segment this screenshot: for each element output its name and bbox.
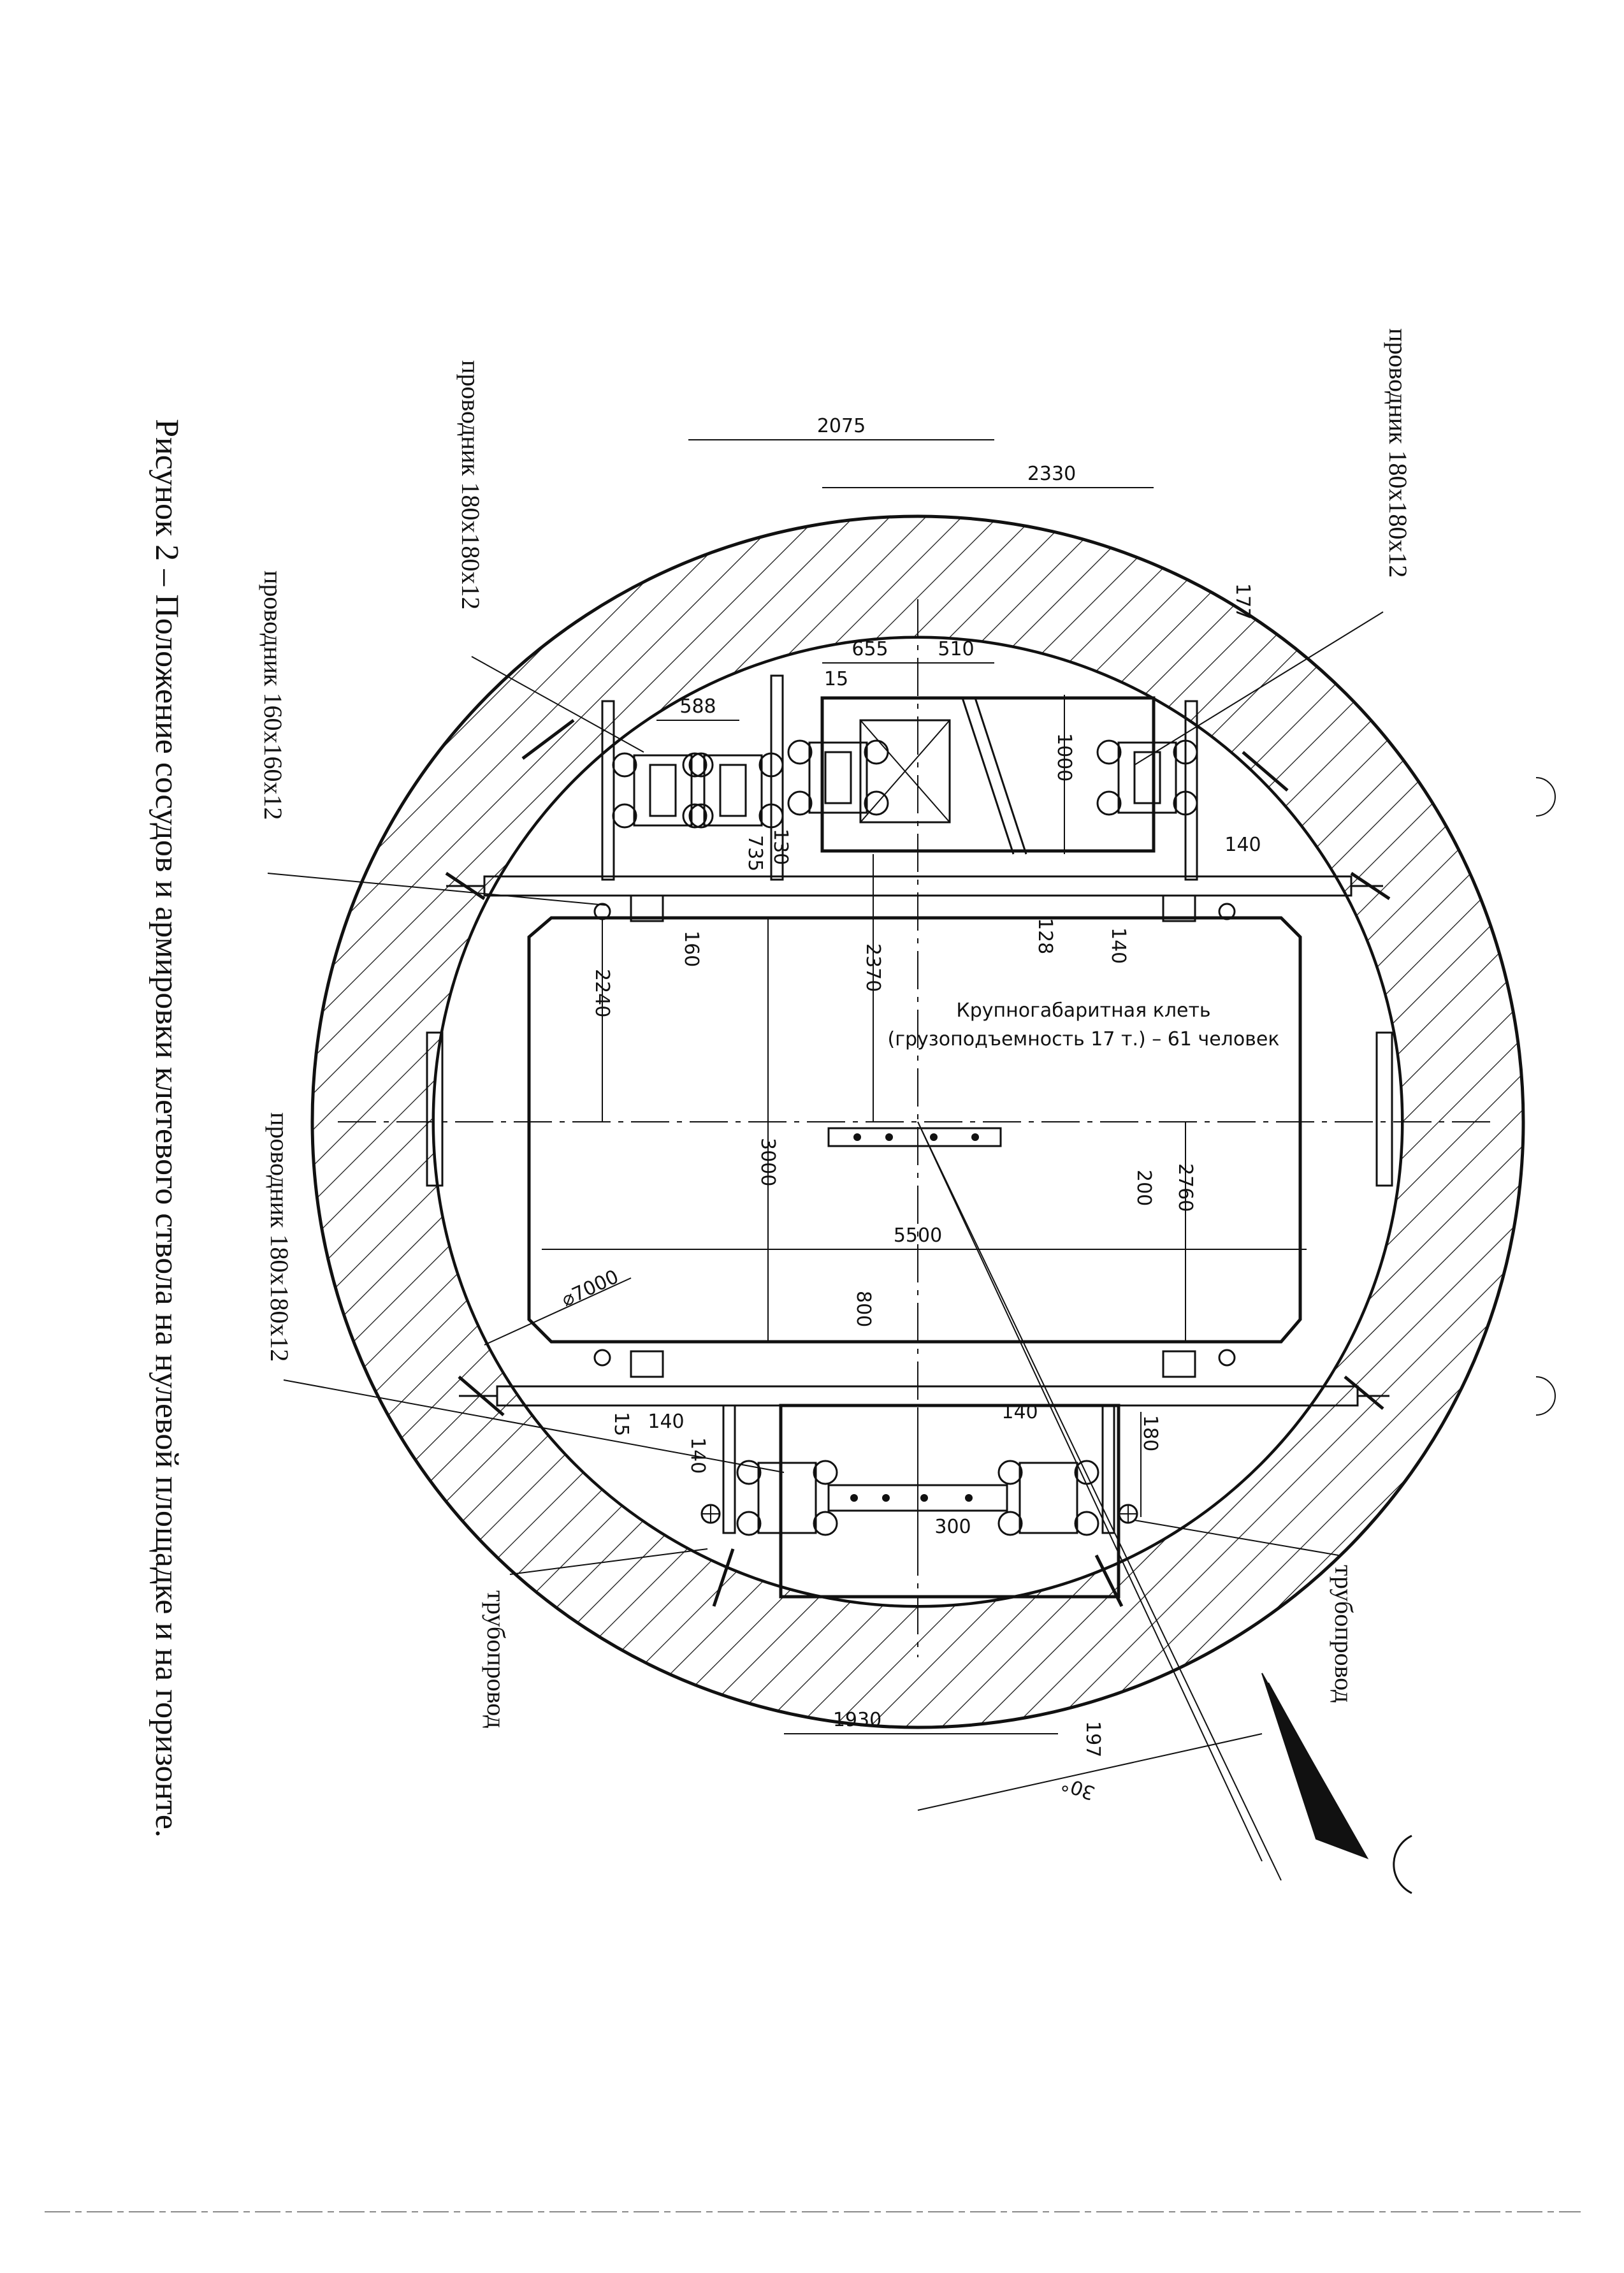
lining-anchors [426, 719, 1393, 1608]
dim-2075: 2075 [817, 415, 866, 437]
label-guide-top-right: проводник 180x180x12 [1384, 328, 1412, 577]
dim-140-mid: 140 [1107, 927, 1129, 964]
roller-assemblies-upper [612, 739, 1198, 829]
figure-caption: Рисунок 2 – Положение сосудов и армировк… [149, 419, 185, 1838]
dim-2240: 2240 [591, 969, 613, 1017]
leader-lines [267, 611, 1384, 1575]
cage-capacity: (грузоподъемность 17 т.) – 61 человек [888, 1028, 1280, 1050]
pipelines [700, 1504, 1138, 1524]
dim-2760: 2760 [1174, 1163, 1196, 1212]
dim-5500: 5500 [894, 1224, 942, 1247]
dim-1000: 1000 [1053, 733, 1075, 781]
dim-3000: 3000 [757, 1138, 779, 1186]
dim-735: 735 [744, 835, 766, 871]
dim-1930: 1930 [833, 1709, 881, 1731]
north-arrow [1261, 1673, 1369, 1859]
dim-510: 510 [938, 638, 974, 660]
label-pipe-right: трубопровод [1330, 1565, 1358, 1703]
dim-15-bottom: 15 [610, 1412, 632, 1436]
callout-labels: проводник 180x180x12 проводник 180x180x1… [259, 328, 1412, 1728]
dim-128: 128 [1034, 918, 1056, 954]
label-guide-bottom-left: проводник 180x180x12 [265, 1112, 294, 1362]
dim-180: 180 [1139, 1415, 1161, 1451]
skip-vessel [820, 696, 1156, 855]
label-pipe-left: трубопровод [482, 1590, 511, 1728]
dim-177: 177 [1231, 583, 1254, 620]
dim-140-lower-left: 140 [648, 1411, 684, 1433]
dim-160: 160 [680, 931, 702, 967]
cage-shoes [593, 894, 1236, 1378]
dim-2330: 2330 [1027, 463, 1076, 485]
label-guide-160: проводник 160x160x12 [259, 570, 287, 820]
punch-hole-marks [1393, 777, 1556, 1894]
dim-300: 300 [934, 1516, 971, 1538]
dim-200: 200 [1133, 1170, 1155, 1206]
dim-15-top: 15 [824, 668, 848, 690]
dim-197: 197 [1082, 1721, 1104, 1757]
dim-140-right: 140 [1224, 834, 1261, 856]
dim-588: 588 [679, 695, 716, 718]
cage-title: Крупногабаритная клеть [956, 999, 1210, 1022]
large-cage: Крупногабаритная клеть (грузоподъемность… [527, 916, 1302, 1344]
dim-800: 800 [852, 1291, 874, 1327]
dim-130: 130 [769, 829, 792, 865]
dimension-lines [484, 439, 1307, 1811]
label-guide-top-left: проводник 180x180x12 [456, 360, 485, 609]
dim-2370: 2370 [862, 943, 884, 992]
dim-655: 655 [852, 638, 888, 660]
dim-140-lower-right: 140 [1001, 1401, 1038, 1423]
